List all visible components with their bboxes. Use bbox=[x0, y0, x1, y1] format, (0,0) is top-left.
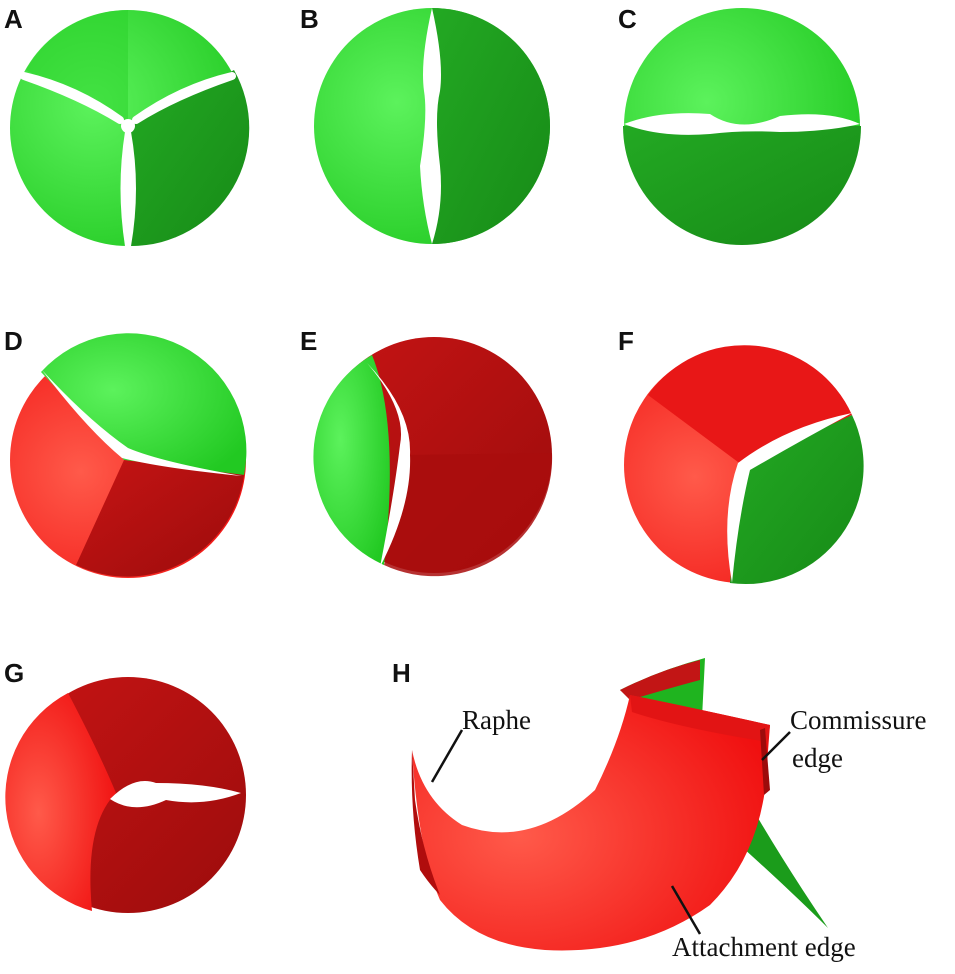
valve-panel-a bbox=[10, 10, 250, 249]
leaflet-right bbox=[128, 70, 250, 247]
panel-label-c: C bbox=[618, 4, 637, 34]
valve-panel-b bbox=[314, 8, 550, 244]
leaflet-3d-panel-h bbox=[411, 658, 828, 951]
annotation-commissure-line2: edge bbox=[792, 743, 843, 773]
annotation-raphe: Raphe bbox=[462, 705, 531, 735]
annotation-attachment-edge: Attachment edge bbox=[672, 932, 856, 962]
panel-label-g: G bbox=[4, 658, 25, 688]
leader-commissure bbox=[761, 731, 791, 761]
valve-panel-c bbox=[623, 8, 861, 245]
valve-panel-d bbox=[10, 333, 247, 578]
valve-panel-f bbox=[624, 345, 864, 585]
valve-panel-g bbox=[5, 677, 246, 913]
panel-label-e: E bbox=[300, 326, 318, 356]
leaflet-left-shade bbox=[26, 10, 128, 128]
panel-label-f: F bbox=[618, 326, 634, 356]
red-leaflet-body bbox=[412, 695, 770, 951]
leader-attachment bbox=[670, 885, 702, 935]
panel-label-b: B bbox=[300, 4, 319, 34]
panel-label-a: A bbox=[4, 4, 23, 34]
leader-raphe bbox=[430, 729, 464, 783]
valve-panel-e bbox=[313, 337, 553, 577]
annotation-commissure-line1: Commissure bbox=[790, 705, 927, 735]
panel-label-h: H bbox=[392, 658, 411, 688]
panel-label-d: D bbox=[4, 326, 23, 356]
